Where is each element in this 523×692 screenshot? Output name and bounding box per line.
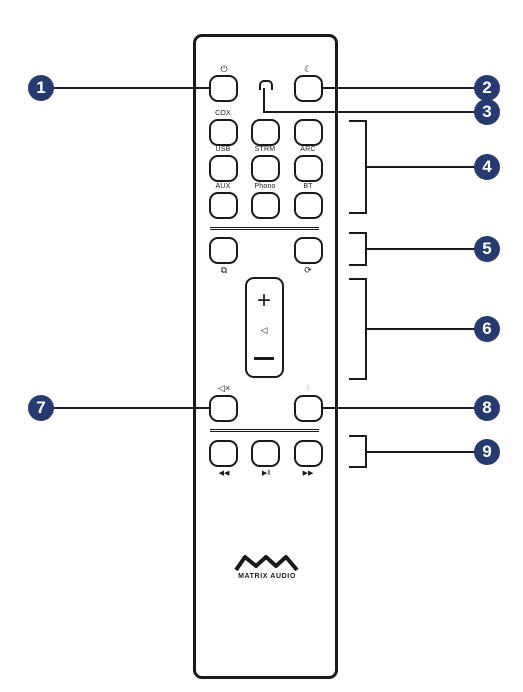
prev-button[interactable] — [209, 440, 238, 467]
callout-6: 6 — [474, 316, 500, 342]
play-pause-button[interactable] — [251, 440, 280, 467]
eq-icon: ⫶ — [306, 383, 310, 393]
volume-rocker[interactable]: + ◁ — [245, 277, 284, 378]
brand-name: MATRIX AUDIO — [238, 573, 296, 580]
speaker-icon: ◁ — [260, 325, 268, 335]
sleep-button[interactable] — [294, 75, 323, 102]
label-coax: COX — [215, 110, 231, 117]
label-usb: USB — [215, 146, 231, 153]
label-aux: AUX — [215, 183, 231, 190]
moon-icon: ☾ — [303, 64, 313, 74]
coax-button[interactable] — [209, 119, 238, 146]
callout-1: 1 — [28, 75, 54, 101]
eq-button[interactable] — [294, 395, 323, 422]
input-button-3[interactable] — [294, 119, 323, 146]
mute-button[interactable] — [209, 395, 238, 422]
volume-down-button[interactable] — [254, 357, 274, 360]
mute-icon: ◁× — [217, 383, 231, 393]
callout-2: 2 — [474, 75, 500, 101]
arc-button[interactable] — [294, 155, 323, 182]
label-bt: BT — [303, 183, 313, 190]
screen-icon: ⧉ — [220, 265, 228, 275]
label-arc: ARC — [300, 146, 316, 153]
refresh-button[interactable] — [294, 237, 323, 264]
next-icon: ▶▶ — [302, 470, 314, 477]
label-strm: STRM — [254, 146, 276, 153]
bt-button[interactable] — [294, 192, 323, 219]
callout-3: 3 — [474, 99, 500, 125]
refresh-icon: ⟳ — [304, 265, 312, 275]
strm-button[interactable] — [251, 155, 280, 182]
separator-1 — [210, 227, 319, 230]
screen-button[interactable] — [209, 237, 238, 264]
separator-2 — [210, 429, 319, 432]
opt-button[interactable] — [251, 119, 280, 146]
play-pause-icon: ▶ǁ — [261, 470, 271, 477]
next-button[interactable] — [294, 440, 323, 467]
label-phono: Phono — [254, 183, 276, 190]
usb-button[interactable] — [209, 155, 238, 182]
power-button[interactable] — [209, 75, 238, 102]
callout-4: 4 — [474, 154, 500, 180]
ir-sensor — [259, 80, 273, 90]
power-icon: ⏻ — [220, 64, 228, 74]
aux-button[interactable] — [209, 192, 238, 219]
phono-button[interactable] — [251, 192, 280, 219]
volume-up-button[interactable]: + — [256, 287, 271, 314]
callout-9: 9 — [474, 439, 500, 465]
callout-8: 8 — [474, 395, 500, 421]
callout-7: 7 — [28, 395, 54, 421]
previous-icon: ◀◀ — [218, 470, 230, 477]
callout-5: 5 — [474, 236, 500, 262]
